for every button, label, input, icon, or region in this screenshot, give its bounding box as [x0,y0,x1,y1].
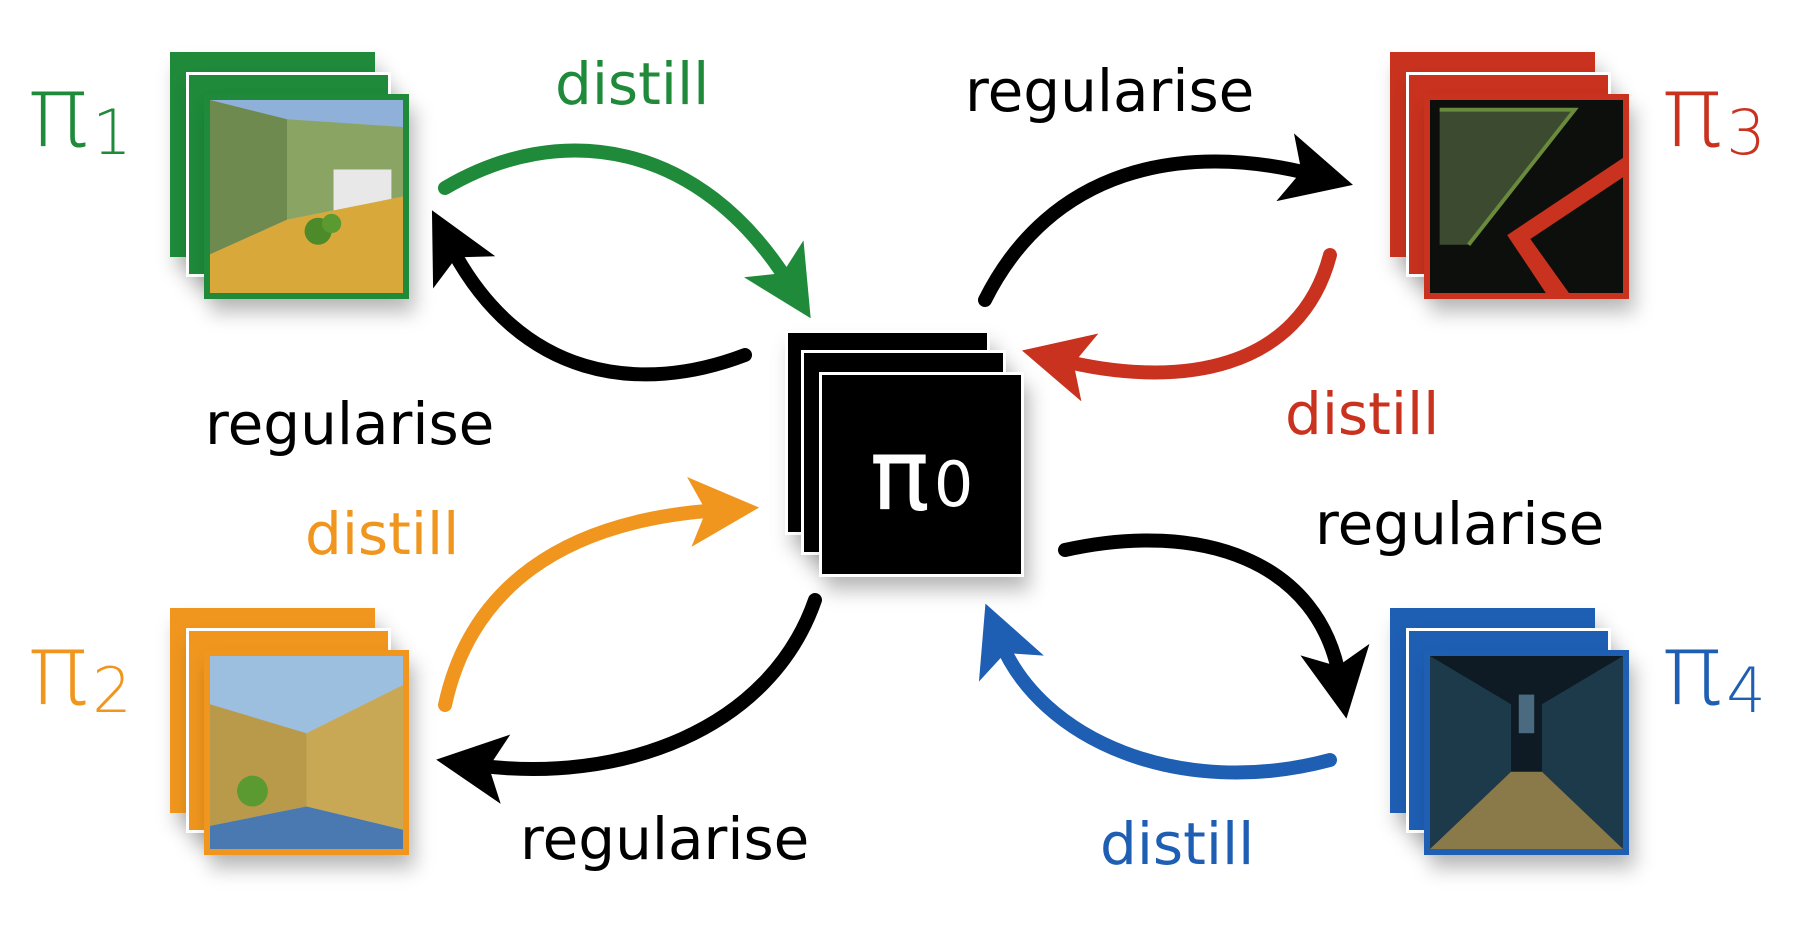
task-2-stack [170,608,460,858]
task-3-screenshot [1424,94,1629,299]
task-4-stack [1390,608,1680,858]
distill-label-4: distill [1100,810,1255,878]
task-1-stack [170,52,460,302]
arrow-regularise-4 [1058,533,1370,719]
regularise-label-1: regularise [205,390,495,458]
policy-2-label: π2 [28,611,132,728]
policy-3-label: π3 [1662,53,1766,170]
arrow-distill-2 [438,477,760,712]
arrow-distill-4 [978,603,1337,780]
arrow-regularise-2 [436,593,822,804]
policy-4-label: π4 [1662,611,1766,728]
policy-1-label: π1 [28,53,132,170]
task-1-screenshot [204,94,409,299]
distill-label-2: distill [305,500,460,568]
task-3-stack [1390,52,1680,302]
arrow-distill-1 [438,143,811,319]
distill-label-3: distill [1285,380,1440,448]
distill-label-1: distill [555,50,710,118]
regularise-label-4: regularise [1315,490,1605,558]
arrow-regularise-1 [431,210,752,382]
arrow-distill-3 [1021,248,1337,402]
task-2-screenshot [204,650,409,855]
regularise-label-3: regularise [965,57,1255,125]
arrow-regularise-3 [978,133,1353,307]
center-card-front [819,372,1024,577]
task-4-screenshot [1424,650,1629,855]
regularise-label-2: regularise [520,805,810,873]
